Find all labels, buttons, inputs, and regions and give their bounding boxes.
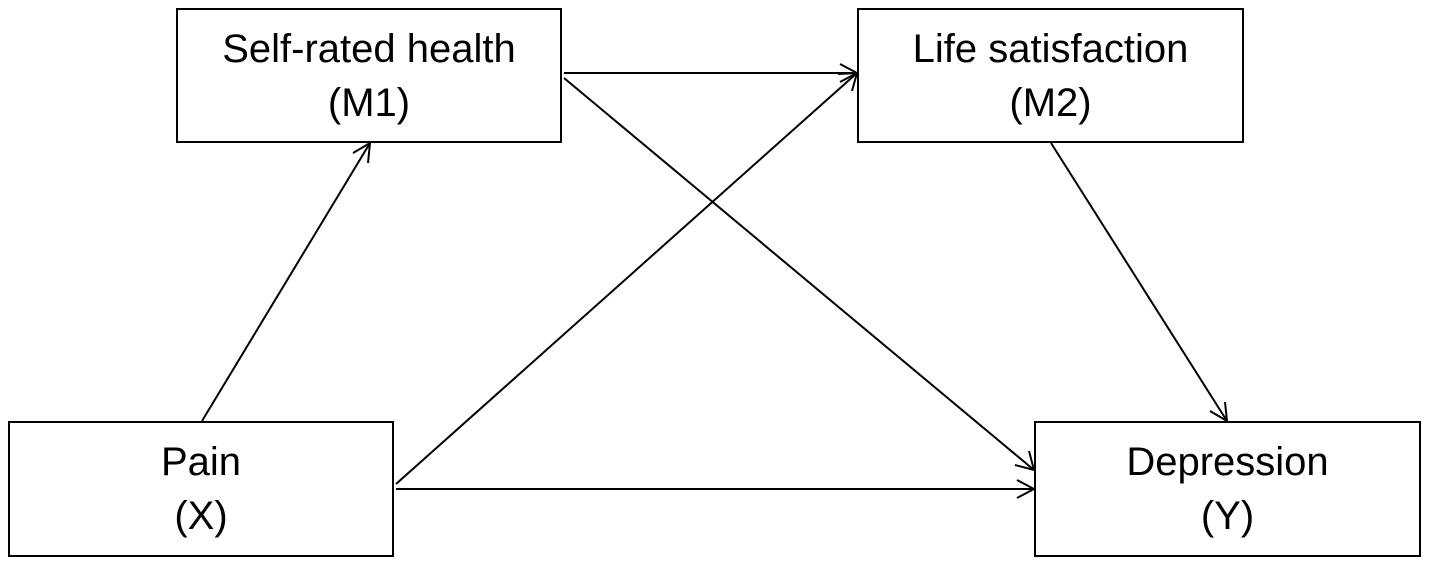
node-y-title: Depression: [1126, 440, 1329, 484]
edge-m1-to-m2: [564, 63, 860, 83]
node-life-satisfaction: Life satisfaction (M2): [857, 8, 1244, 143]
node-m2-code: (M2): [1009, 80, 1092, 125]
node-y-code: (Y): [1200, 494, 1255, 538]
node-pain: Pain (X): [8, 421, 394, 557]
node-self-rated-health: Self-rated health (M1): [176, 8, 562, 143]
node-m1-code: (M1): [327, 80, 411, 125]
node-x-code: (X): [174, 494, 228, 538]
edge-m2-to-y: [1050, 142, 1229, 423]
node-depression: Depression (Y): [1034, 421, 1421, 557]
edge-x-to-m1: [201, 141, 372, 422]
node-m2-title: Life satisfaction: [912, 26, 1189, 71]
node-x-title: Pain: [160, 440, 242, 484]
node-m1-title: Self-rated health: [222, 26, 516, 71]
edge-x-to-y: [396, 479, 1037, 499]
